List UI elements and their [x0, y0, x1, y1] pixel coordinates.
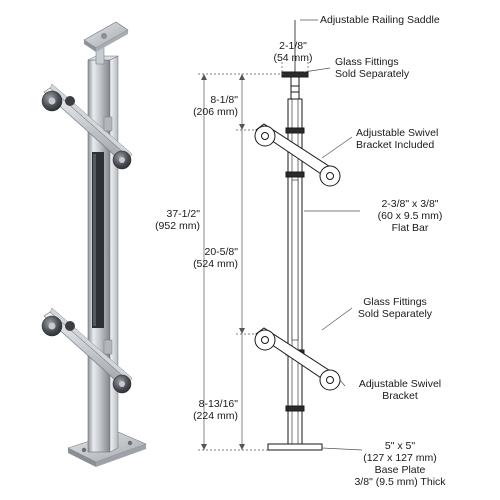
saddle-render: [83, 21, 129, 65]
top-offset-in: 8-1/8": [210, 94, 238, 106]
base-plate-line4: 3/8" (9.5 mm) Thick: [354, 476, 446, 488]
swivel-top-label: Adjustable Swivel Bracket Included: [356, 127, 438, 151]
swivel-top-line2: Bracket Included: [356, 139, 435, 151]
swivel-bottom-line1: Adjustable Swivel: [358, 378, 442, 390]
lower-bracket-drawing: [254, 327, 341, 391]
overall-height-dim: 37-1/2" (952 mm): [148, 208, 200, 232]
glass-fittings-top-line2: Sold Separately: [335, 68, 410, 80]
top-offset-dim: 8-1/8" (206 mm): [180, 94, 238, 118]
glass-fittings-top-label: Glass Fittings Sold Separately: [335, 56, 409, 80]
top-offset-mm: (206 mm): [193, 106, 238, 118]
between-brackets-in: 20-5/8": [204, 246, 239, 258]
saddle-label: Adjustable Railing Saddle: [320, 14, 440, 26]
lower-bracket-render: [41, 307, 133, 394]
between-brackets-dim: 20-5/8" (524 mm): [180, 246, 238, 270]
saddle-width-mm: (54 mm): [273, 52, 313, 64]
flat-bar-label: 2-3/8" x 3/8" (60 x 9.5 mm) Flat Bar: [360, 198, 460, 234]
base-plate-label: 5" x 5" (127 x 127 mm) Base Plate 3/8" (…: [350, 440, 450, 488]
dimension-lines: [198, 19, 363, 451]
swivel-bottom-line2: Bracket: [382, 390, 418, 402]
post-render-3d: [41, 21, 147, 467]
bottom-offset-mm: (224 mm): [193, 410, 238, 422]
flat-bar-line2: (60 x 9.5 mm): [377, 210, 443, 222]
saddle-width-in: 2-1/8": [279, 40, 307, 52]
glass-fittings-bottom-label: Glass Fittings Sold Separately: [345, 296, 445, 320]
swivel-top-line1: Adjustable Swivel: [356, 127, 439, 139]
base-plate-line3: Base Plate: [374, 464, 426, 476]
flat-bar-line1: 2-3/8" x 3/8": [381, 198, 439, 210]
swivel-bottom-label: Adjustable Swivel Bracket: [345, 378, 455, 402]
between-brackets-mm: (524 mm): [193, 258, 238, 270]
overall-height-in: 37-1/2": [166, 208, 201, 220]
glass-fittings-bottom-line2: Sold Separately: [357, 308, 433, 320]
flat-bar-line3: Flat Bar: [391, 222, 429, 234]
bottom-offset-in: 8-13/16": [198, 398, 238, 410]
glass-fittings-top-line1: Glass Fittings: [335, 56, 399, 68]
upper-bracket-drawing: [254, 123, 341, 187]
overall-height-mm: (952 mm): [155, 220, 200, 232]
bottom-offset-dim: 8-13/16" (224 mm): [178, 398, 238, 422]
base-plate-line1: 5" x 5": [384, 440, 416, 452]
glass-fittings-bottom-line1: Glass Fittings: [363, 296, 427, 308]
post-line-drawing: [254, 20, 341, 451]
saddle-width-dim: 2-1/8" (54 mm): [258, 40, 328, 64]
dimension-ticks: [201, 74, 245, 450]
saddle-plate-drawing: [281, 71, 309, 78]
upper-bracket-render: [41, 83, 133, 170]
base-plate-line2: (127 x 127 mm): [363, 452, 437, 464]
base-plate-drawing: [267, 443, 323, 451]
